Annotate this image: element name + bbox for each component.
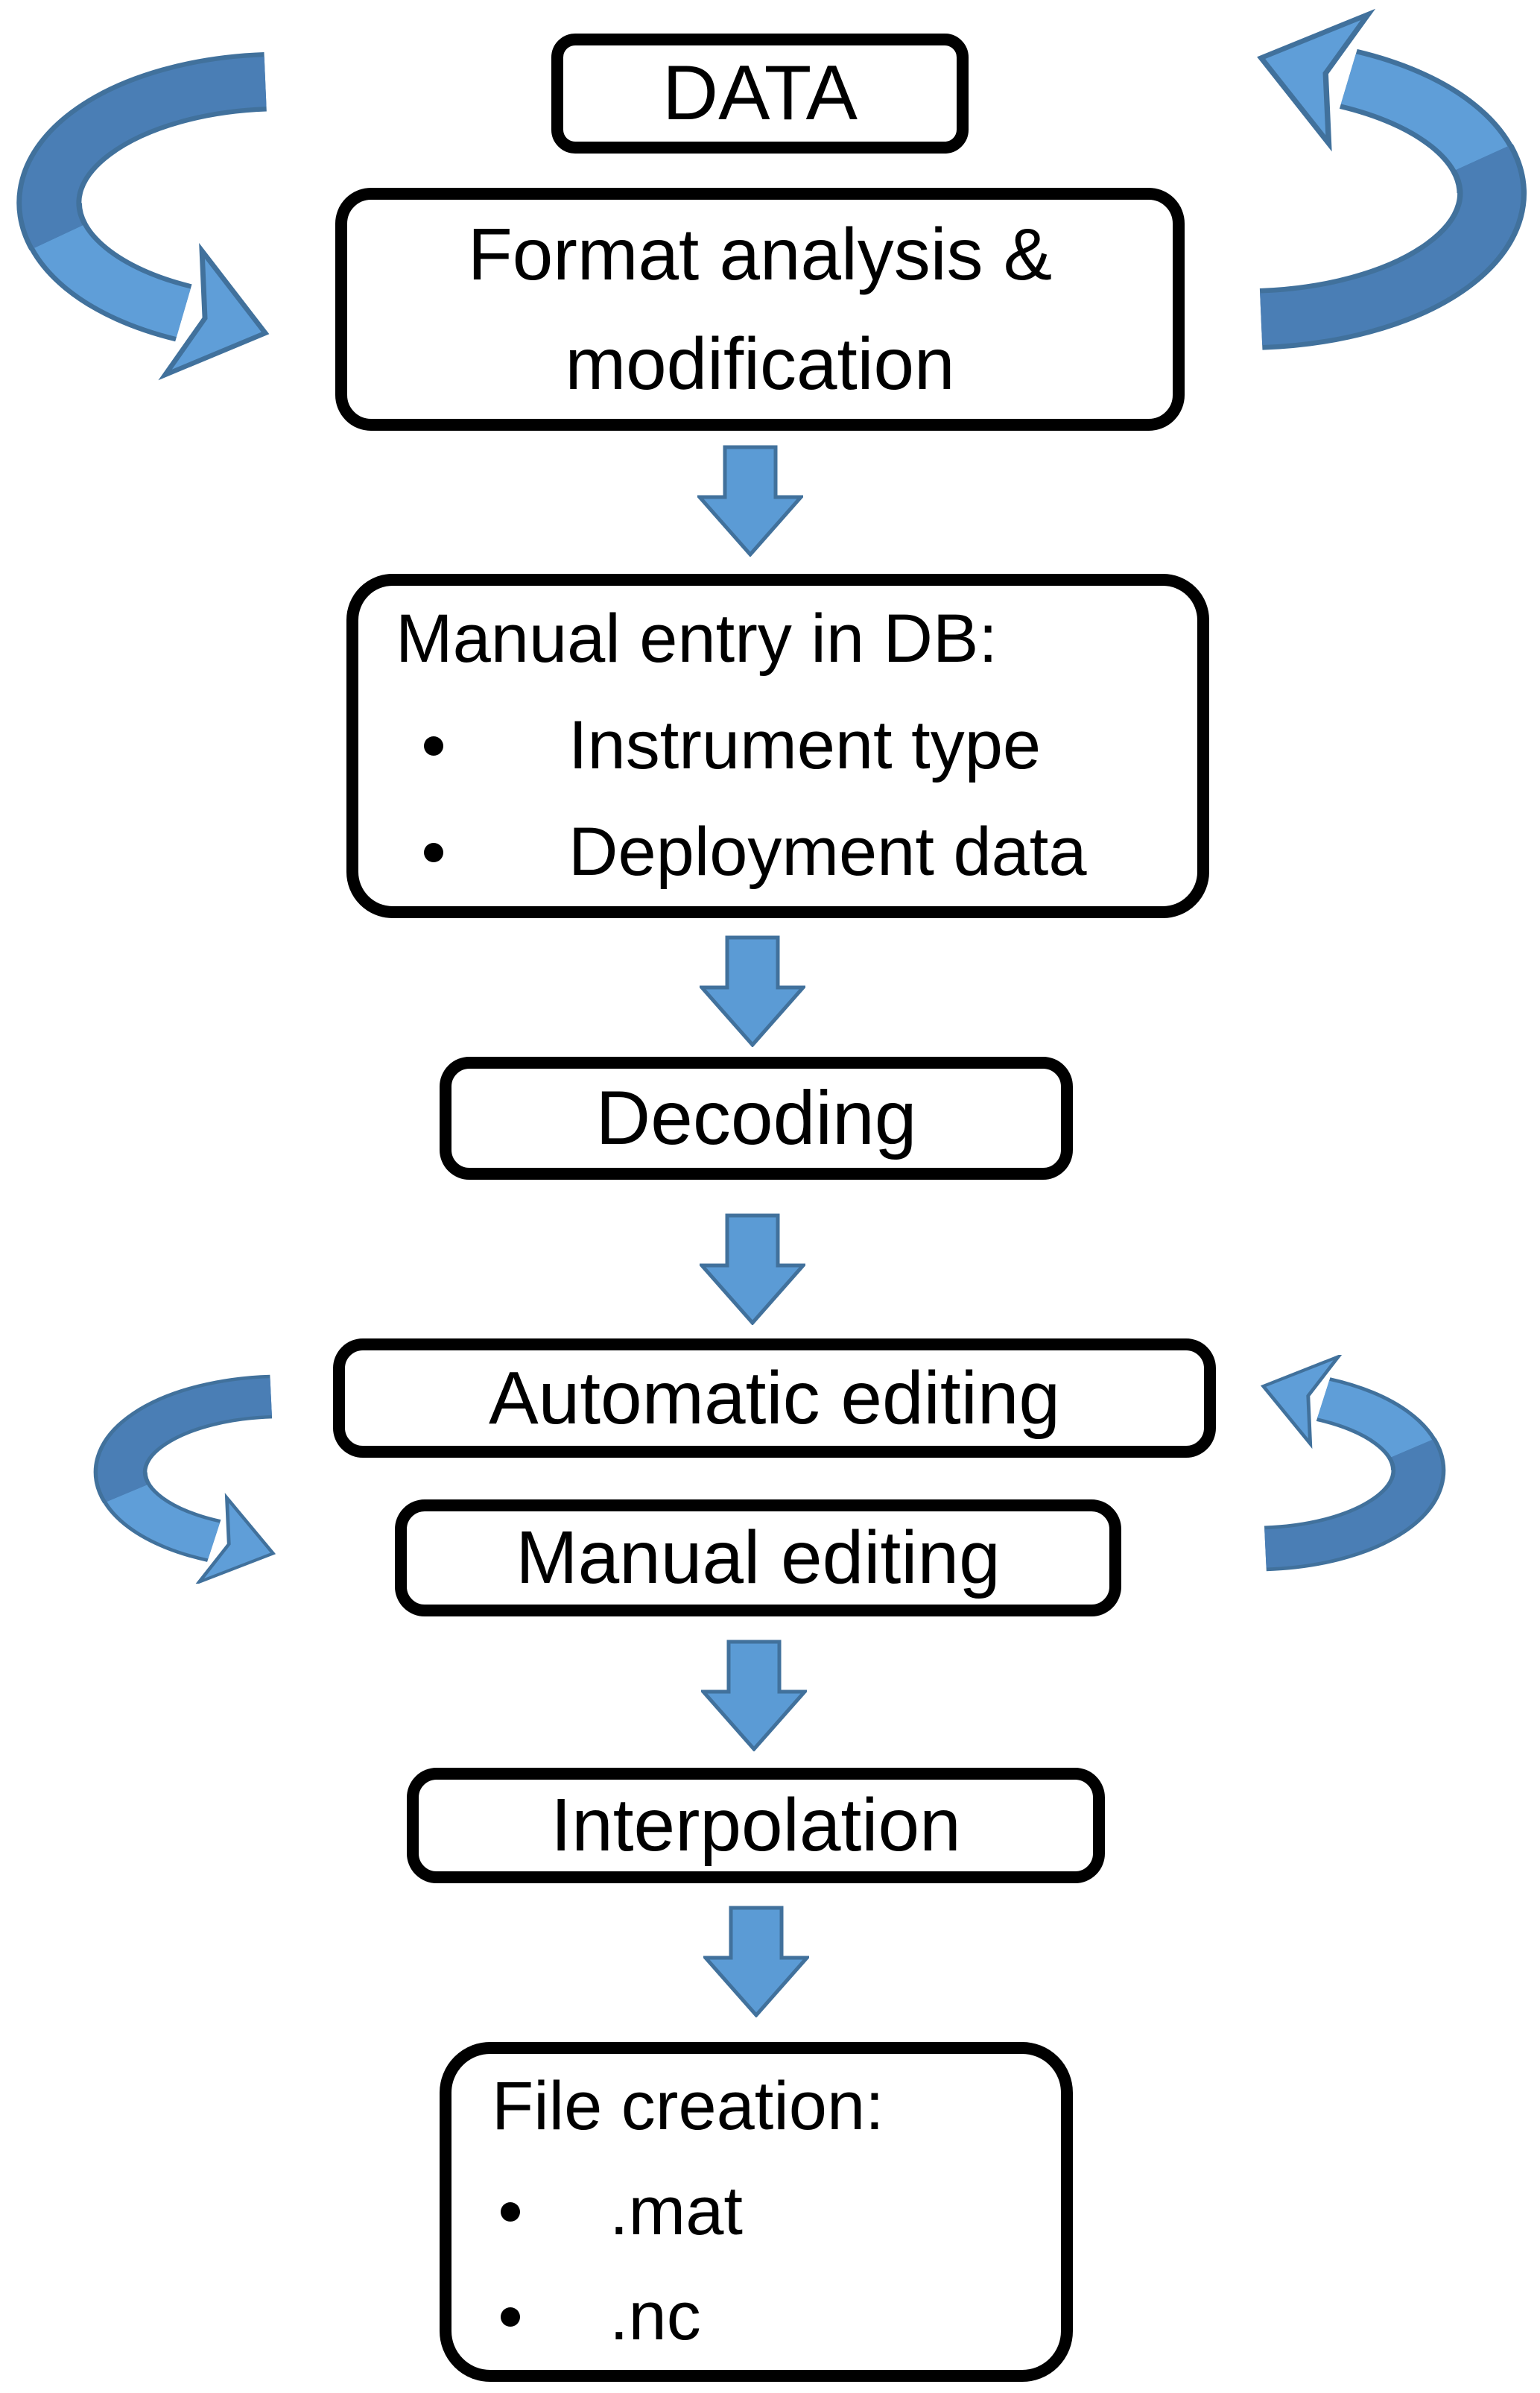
format-analysis-line-2: modification <box>565 323 955 405</box>
list-item: .mat <box>492 2159 1061 2264</box>
manual-entry-title: Manual entry in DB: <box>396 601 998 677</box>
down-arrow-icon <box>703 1906 809 2017</box>
list-item: .nc <box>492 2264 1061 2369</box>
automatic-editing-label: Automatic editing <box>488 1356 1061 1440</box>
manual-entry-box: Manual entry in DB: Instrument type Depl… <box>346 574 1209 918</box>
bullet-icon <box>424 736 443 756</box>
loop-arrow-middle-right-icon <box>1259 1355 1447 1572</box>
bullet-icon <box>501 2201 520 2222</box>
data-box-label: DATA <box>662 50 858 136</box>
down-arrow-icon <box>700 935 805 1047</box>
file-creation-box: File creation: .mat .nc <box>440 2042 1073 2382</box>
format-analysis-lines: Format analysis & modification <box>468 200 1052 419</box>
bullet-icon <box>501 2307 520 2327</box>
manual-editing-box: Manual editing <box>395 1499 1121 1616</box>
interpolation-box: Interpolation <box>407 1768 1105 1883</box>
file-creation-bullet-1: .mat <box>609 2173 743 2249</box>
list-item: Deployment data <box>396 799 1197 905</box>
down-arrow-icon <box>700 1213 805 1325</box>
bullet-icon <box>424 842 443 862</box>
list-item: Instrument type <box>396 692 1197 799</box>
file-creation-bullet-2: .nc <box>609 2278 701 2354</box>
format-analysis-line-1: Format analysis & <box>467 213 1053 295</box>
decoding-box: Decoding <box>440 1057 1073 1180</box>
loop-arrow-top-left-icon <box>9 45 274 382</box>
down-arrow-icon <box>697 445 803 557</box>
loop-arrow-top-right-icon <box>1252 7 1535 358</box>
down-arrow-icon <box>701 1640 807 1751</box>
loop-arrow-middle-left-icon <box>92 1373 277 1584</box>
manual-editing-label: Manual editing <box>516 1516 1001 1599</box>
manual-entry-bullet-1: Instrument type <box>568 707 1042 783</box>
file-creation-title: File creation: <box>492 2068 884 2144</box>
interpolation-label: Interpolation <box>551 1783 961 1867</box>
data-box: DATA <box>551 34 969 154</box>
decoding-box-label: Decoding <box>595 1075 917 1160</box>
manual-entry-bullet-2: Deployment data <box>568 814 1087 890</box>
format-analysis-box: Format analysis & modification <box>335 188 1185 431</box>
automatic-editing-box: Automatic editing <box>333 1338 1216 1458</box>
